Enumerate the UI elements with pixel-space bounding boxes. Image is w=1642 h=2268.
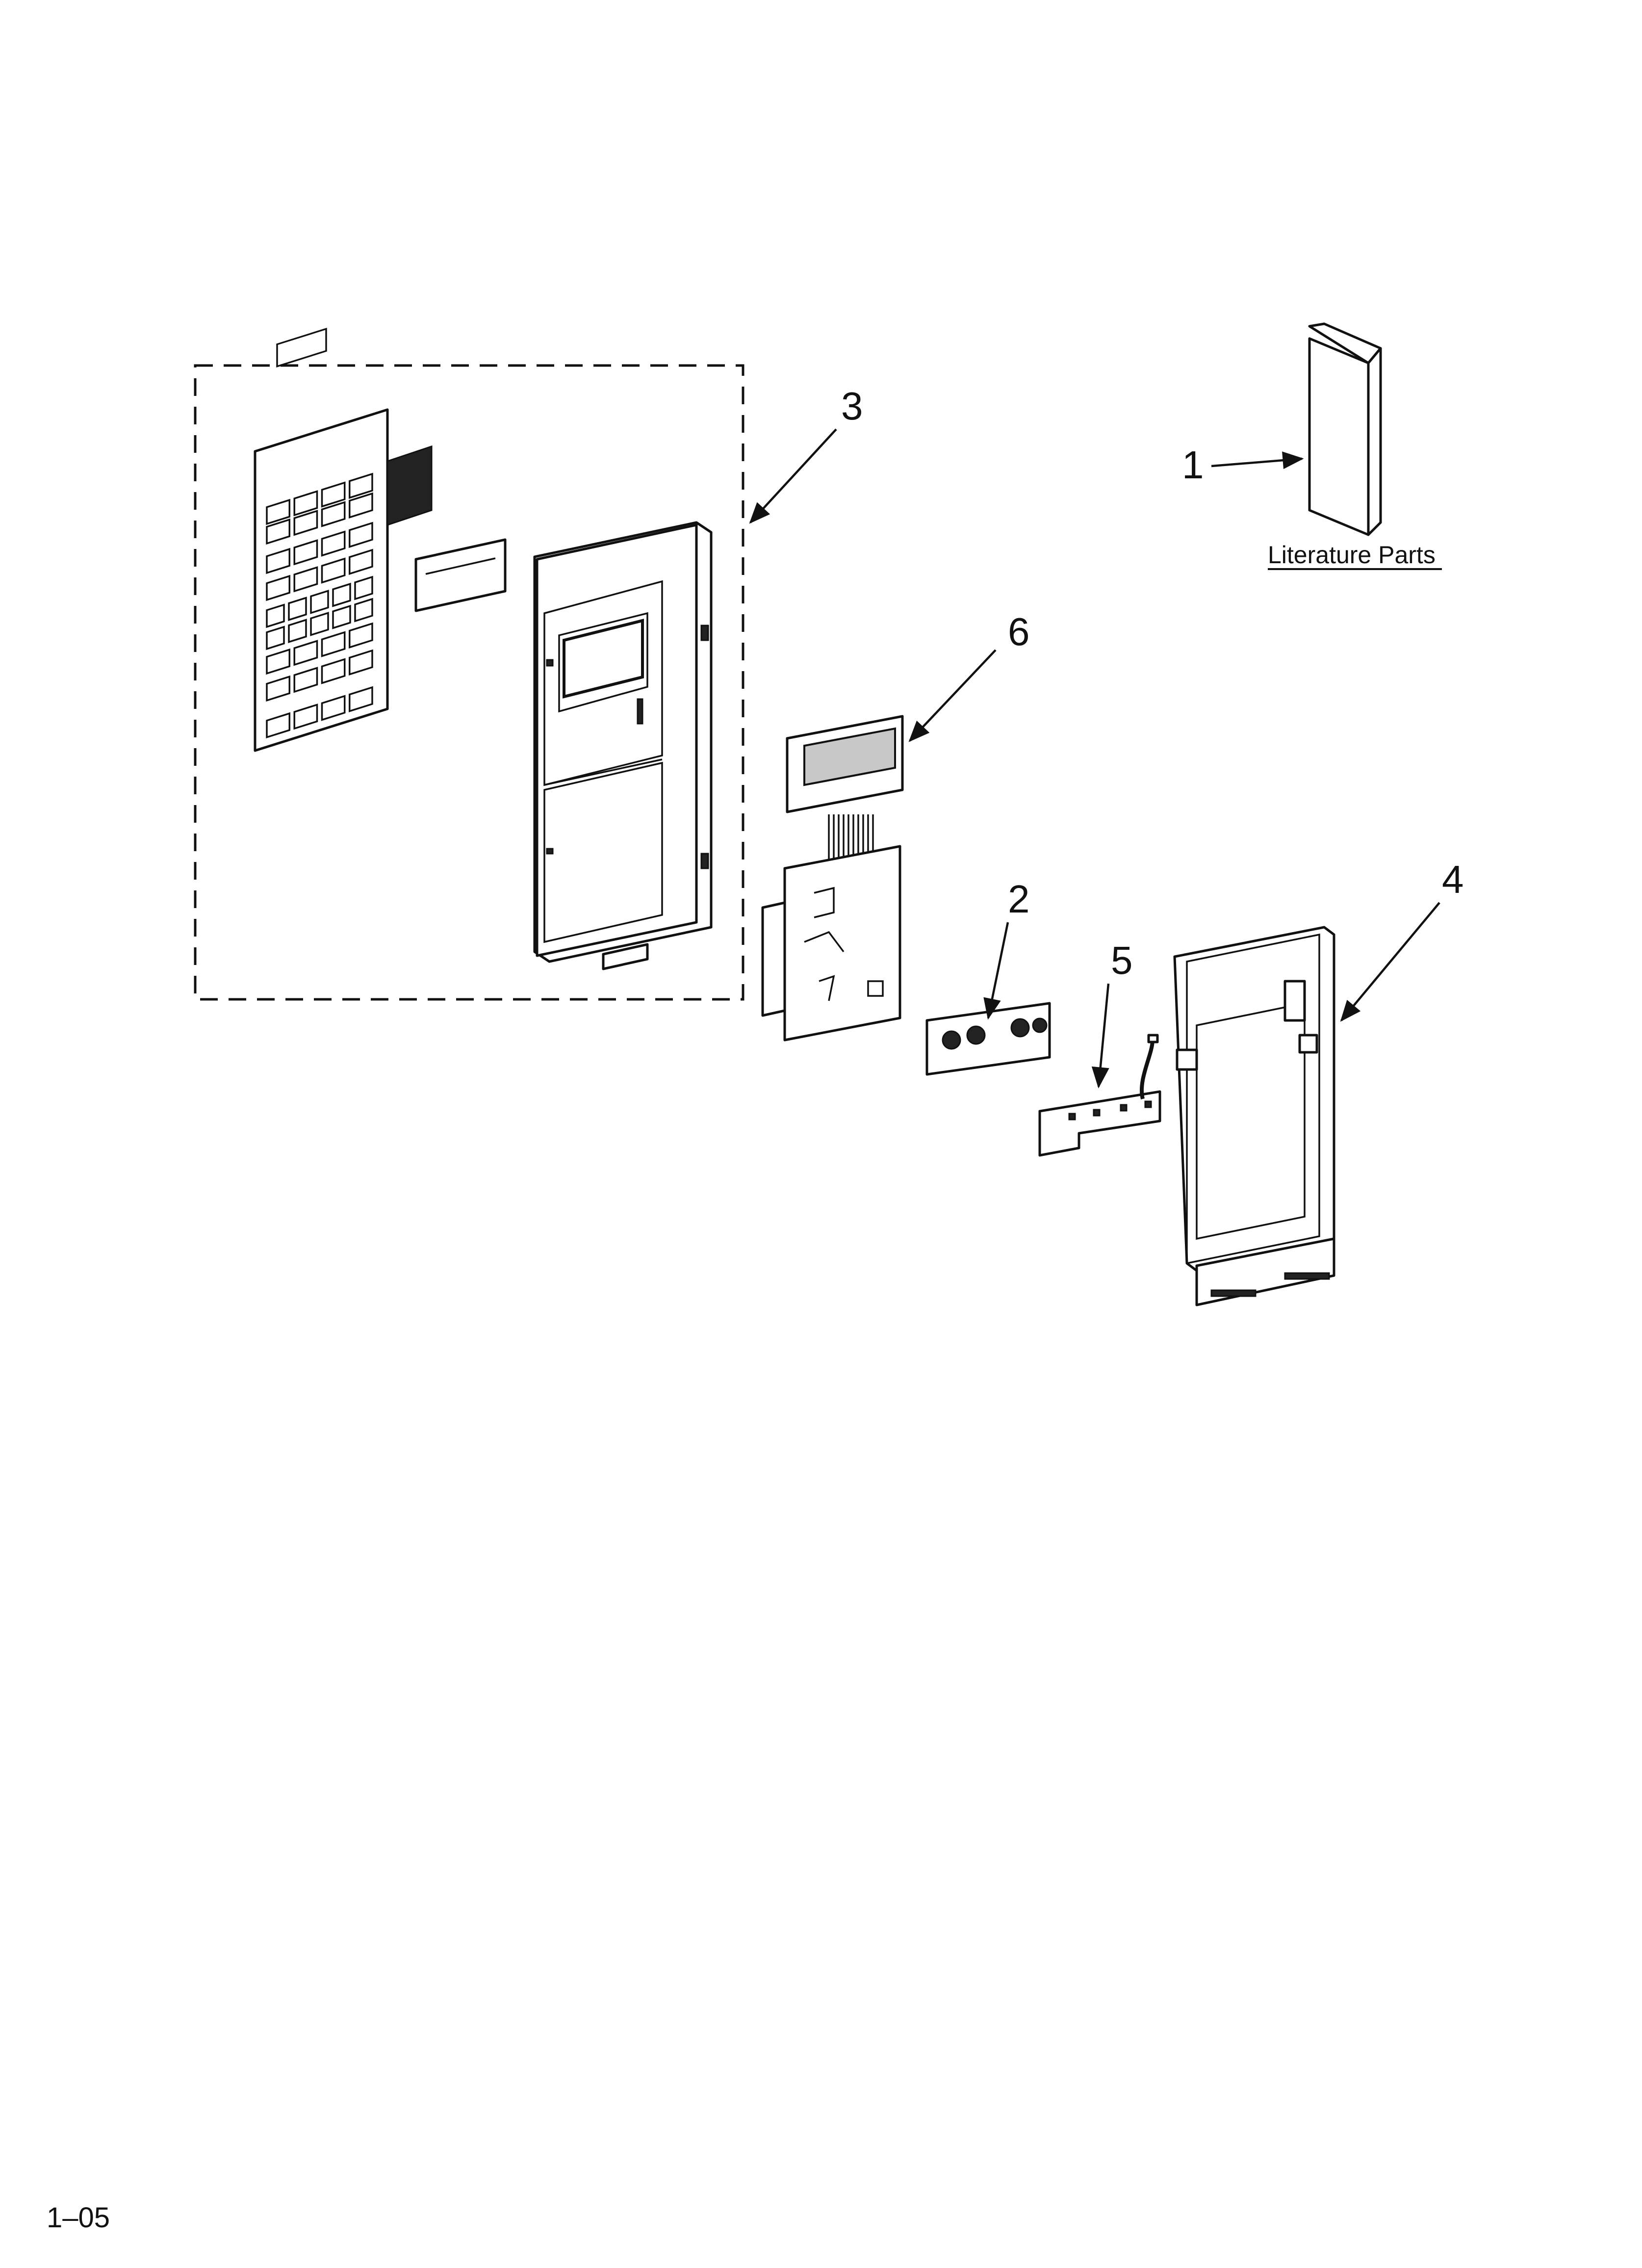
keypad-key (349, 521, 373, 548)
keypad-key (321, 695, 346, 721)
callout-5: 5 (1111, 938, 1133, 982)
keypad-key (321, 631, 346, 657)
keypad-key (349, 472, 373, 499)
keypad-key (354, 598, 373, 623)
control-pcb (761, 845, 901, 1042)
keypad-keys (266, 472, 373, 739)
keypad-key (349, 686, 373, 712)
callout-2: 2 (1008, 877, 1030, 921)
keypad-key (349, 622, 373, 649)
keypad-key (293, 539, 318, 566)
leader-3 (749, 428, 837, 524)
keypad-key (266, 603, 285, 628)
keypad-key (266, 547, 290, 574)
keypad-key (266, 675, 290, 702)
keypad-key (321, 658, 346, 684)
ribbon-cable (828, 814, 874, 863)
keypad-key (266, 626, 285, 651)
keypad-key (321, 530, 346, 557)
sensor-plate (1038, 1034, 1161, 1157)
leader-1 (1211, 451, 1304, 469)
membrane-ribbon-tail (386, 445, 433, 526)
keypad-key (288, 597, 307, 621)
mounting-bracket (1173, 926, 1335, 1306)
display-board (786, 715, 904, 863)
callout-4: 4 (1442, 858, 1464, 901)
callout-1: 1 (1182, 443, 1204, 487)
assembly-group-boundary (194, 364, 744, 1001)
keypad-key (293, 566, 318, 593)
keypad-key (293, 640, 318, 666)
leader-2 (983, 922, 1009, 1020)
keypad-membrane (254, 328, 433, 752)
leader-5 (1091, 983, 1110, 1089)
keypad-key (293, 704, 318, 730)
keypad-key (354, 575, 373, 600)
leader-4 (1340, 902, 1440, 1022)
keypad-key (321, 557, 346, 584)
keypad-key (321, 481, 346, 508)
keypad-key (266, 574, 290, 601)
control-panel-frame (533, 521, 713, 970)
callout-3: 3 (841, 384, 863, 428)
literature-label: Literature Parts (1268, 541, 1436, 569)
keypad-key (266, 712, 290, 739)
callout-6: 6 (1008, 610, 1030, 653)
keypad-key (293, 667, 318, 693)
literature-book (1308, 322, 1382, 536)
keypad-key (288, 619, 307, 643)
keypad-key (266, 498, 290, 525)
switch-bracket (925, 1002, 1051, 1076)
leader-6 (908, 649, 997, 742)
keypad-key (349, 492, 373, 519)
keypad-key (266, 648, 290, 675)
keypad-key (332, 582, 351, 607)
keypad-key (293, 510, 318, 536)
keypad-key (266, 518, 290, 545)
keypad-key (310, 589, 329, 614)
display-lens (414, 538, 507, 612)
keypad-key (321, 501, 346, 527)
keypad-key (310, 611, 329, 636)
keypad-key (349, 649, 373, 676)
keypad-key (293, 490, 318, 517)
keypad-key (349, 548, 373, 575)
page-code: 1–05 (47, 2202, 110, 2234)
keypad-key (332, 604, 351, 629)
